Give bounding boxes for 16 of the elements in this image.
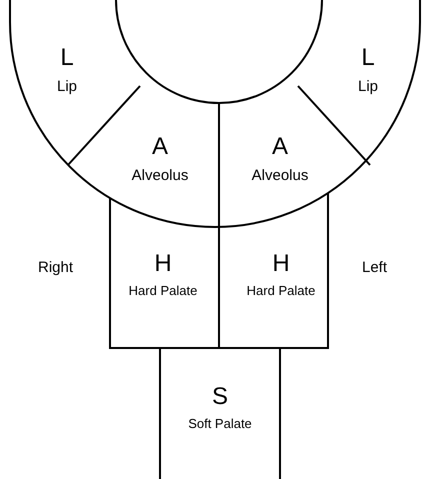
side-label: Left bbox=[362, 259, 388, 276]
region-letter: L bbox=[361, 44, 375, 72]
region-letter: L bbox=[60, 44, 74, 72]
region-letter: H bbox=[272, 250, 290, 278]
region-name: Soft Palate bbox=[188, 416, 252, 432]
region-letter: A bbox=[152, 133, 168, 161]
region-name: Alveolus bbox=[132, 166, 188, 184]
region-name: Hard Palate bbox=[246, 284, 316, 299]
region-name: Lip bbox=[358, 78, 378, 95]
region-letter: A bbox=[272, 133, 288, 161]
region-name: Alveolus bbox=[252, 166, 308, 184]
region-name: Hard Palate bbox=[128, 284, 198, 299]
region-letter: H bbox=[154, 250, 172, 278]
side-label: Right bbox=[38, 259, 74, 276]
region-letter: S bbox=[212, 383, 228, 411]
region-name: Lip bbox=[56, 78, 78, 95]
